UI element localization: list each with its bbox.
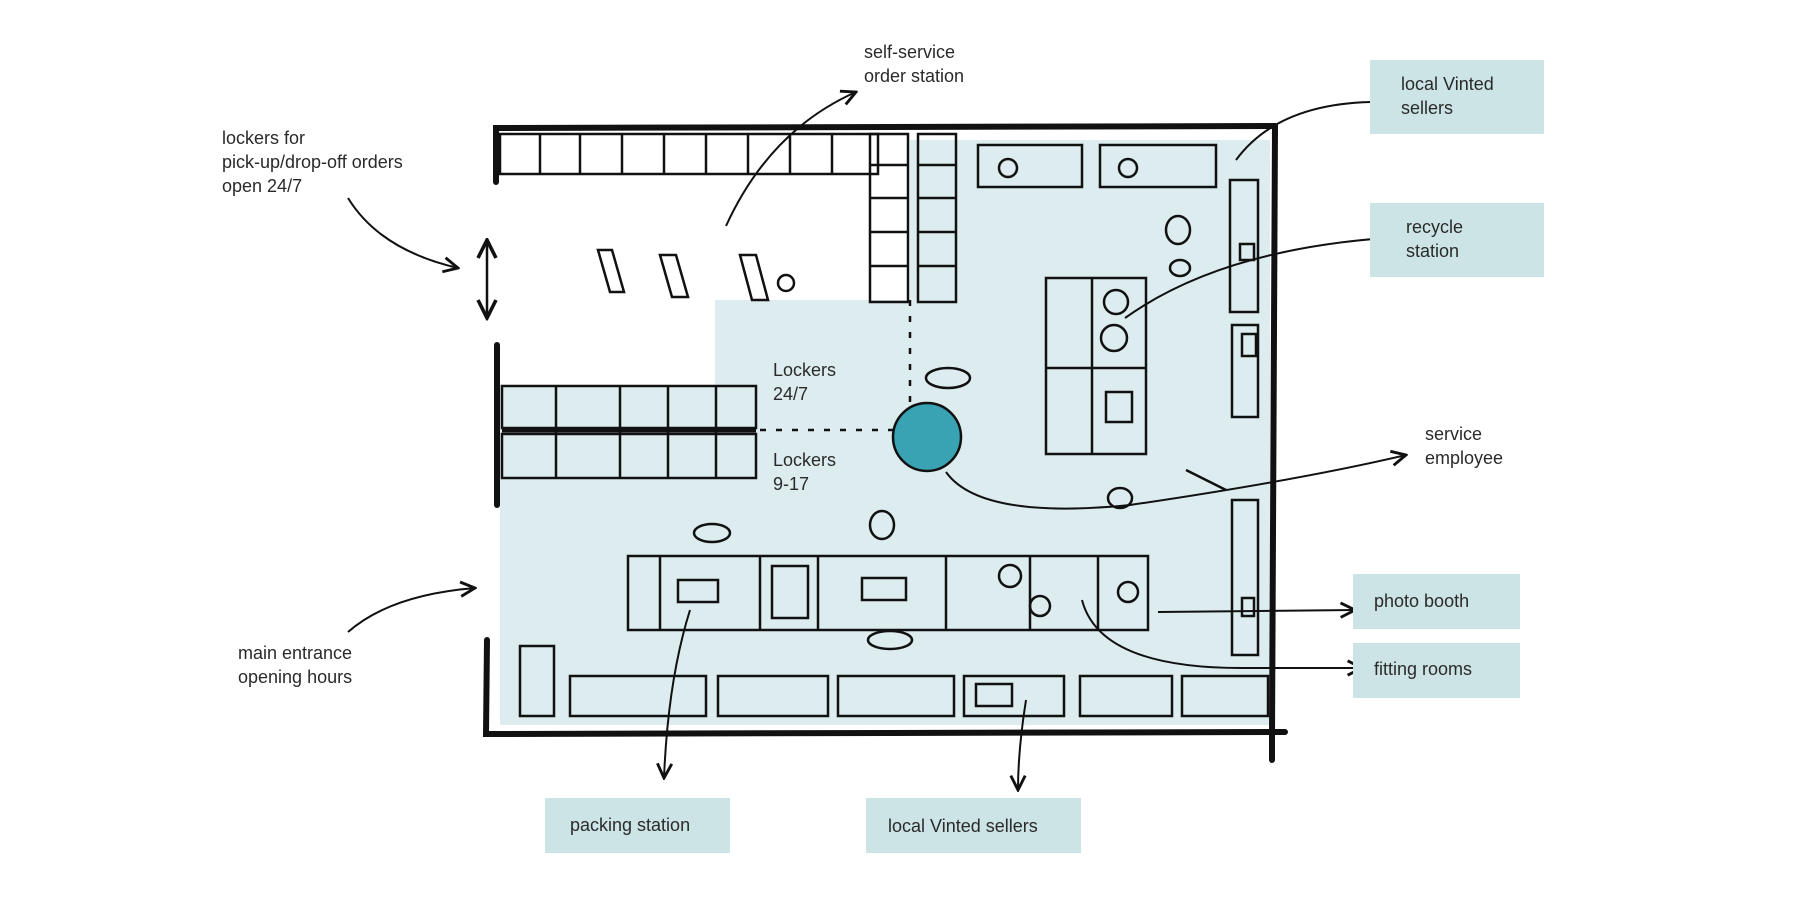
lockers-vertical-column — [868, 132, 958, 304]
service-employee-marker — [891, 401, 963, 473]
label-lockers-open-24-7: lockers for pick-up/drop-off orders open… — [222, 128, 403, 196]
outer-walls — [482, 123, 1288, 763]
label-lockers-24-7: Lockers 24/7 — [773, 360, 837, 404]
label-lockers-9-17: Lockers 9-17 — [773, 450, 837, 494]
label-main-entrance: main entrance opening hours — [238, 643, 353, 687]
box-fitting-rooms: fitting rooms — [1353, 643, 1520, 698]
lockers-top-row — [498, 132, 880, 176]
zone-divider-dashed — [760, 300, 912, 432]
box-local-vinted-sellers-top: local Vinted sellers — [1370, 60, 1544, 134]
bottom-seller-stalls — [518, 644, 1270, 718]
right-wall-racks — [1228, 178, 1260, 657]
box-local-vinted-sellers-bottom: local Vinted sellers — [866, 798, 1081, 853]
box-packing-station: packing station — [545, 798, 730, 853]
label-self-service-order-station: self-service order station — [864, 42, 965, 86]
customer-figures — [692, 214, 1227, 651]
recycle-station-unit — [1044, 276, 1148, 456]
box-recycle-station: recycle station — [1370, 203, 1544, 277]
box-photo-booth: photo booth — [1353, 574, 1520, 629]
top-seller-stalls — [976, 143, 1218, 189]
label-service-employee: service employee — [1425, 424, 1504, 468]
lockers-24-7-and-9-17 — [500, 384, 758, 480]
self-service-terminals — [596, 248, 796, 302]
annotation-arrows — [347, 92, 1406, 790]
